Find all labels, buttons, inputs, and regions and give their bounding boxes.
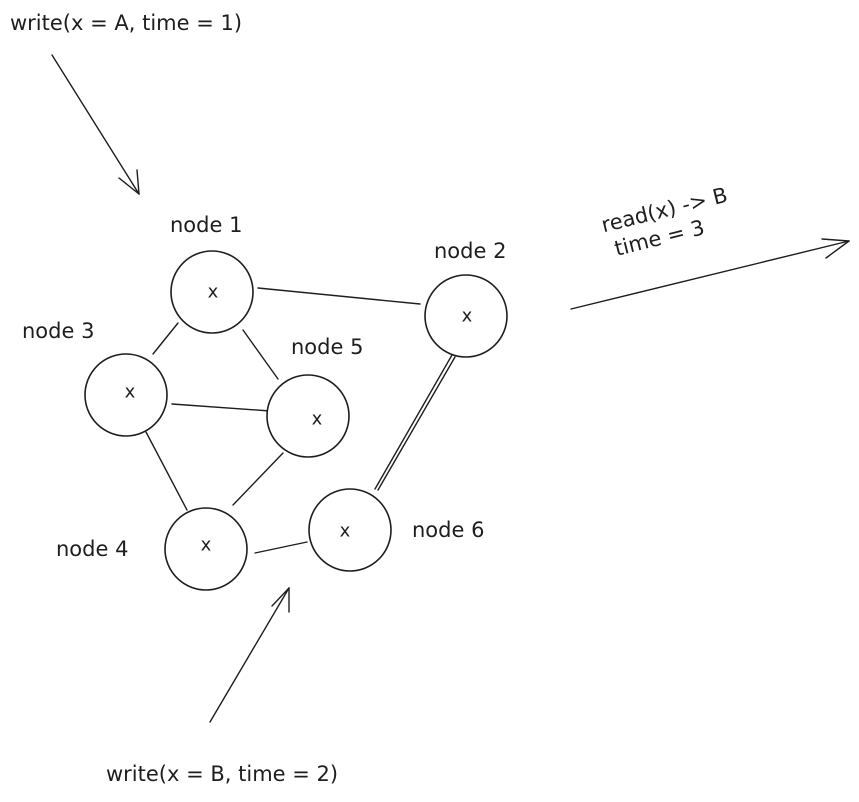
node-1-value: x [208, 282, 219, 303]
node-3-label: node 3 [22, 319, 94, 343]
edge-node5-node4 [232, 452, 284, 506]
node-4-value: x [201, 535, 212, 556]
edge-node1-node5 [242, 329, 279, 380]
node-6-value: x [340, 521, 351, 542]
read-arrow [570, 238, 850, 310]
node-1-circle [170, 250, 254, 334]
edge-node6-node2 [374, 354, 453, 490]
node-6-circle [308, 488, 392, 572]
node-2-label: node 2 [434, 239, 506, 263]
write-b-arrow [209, 587, 290, 723]
write-a-arrow [51, 54, 140, 195]
node-2-circle [424, 274, 508, 358]
node-2-value: x [462, 306, 473, 327]
node-3-value: x [125, 382, 136, 403]
edge-node3-node5 [171, 403, 271, 412]
write-b-annotation: write(x = B, time = 2) [106, 762, 338, 786]
node-4-label: node 4 [56, 537, 128, 561]
node-3: x node 3 [22, 319, 168, 437]
write-a-annotation: write(x = A, time = 1) [10, 11, 242, 35]
node-5-label: node 5 [291, 335, 363, 359]
node-1-label: node 1 [170, 213, 242, 237]
node-2: x node 2 [424, 239, 508, 358]
edge-node1-node2 [257, 287, 421, 305]
node-6: x node 6 [308, 488, 484, 572]
node-5-circle [266, 374, 350, 458]
node-5-value: x [312, 409, 323, 430]
node-4-circle [164, 507, 248, 591]
edge-node1-node3 [152, 322, 179, 355]
node-6-label: node 6 [412, 518, 484, 542]
read-annotation: read(x) -> B time = 3 [599, 183, 730, 261]
node-5: x node 5 [266, 335, 363, 458]
node-4: x node 4 [56, 507, 248, 591]
edge-node6-node2-double [377, 356, 456, 491]
edge-node4-node6 [254, 541, 308, 554]
node-1: x node 1 [170, 213, 254, 334]
node-3-circle [84, 353, 168, 437]
edge-node3-node4 [145, 431, 188, 511]
